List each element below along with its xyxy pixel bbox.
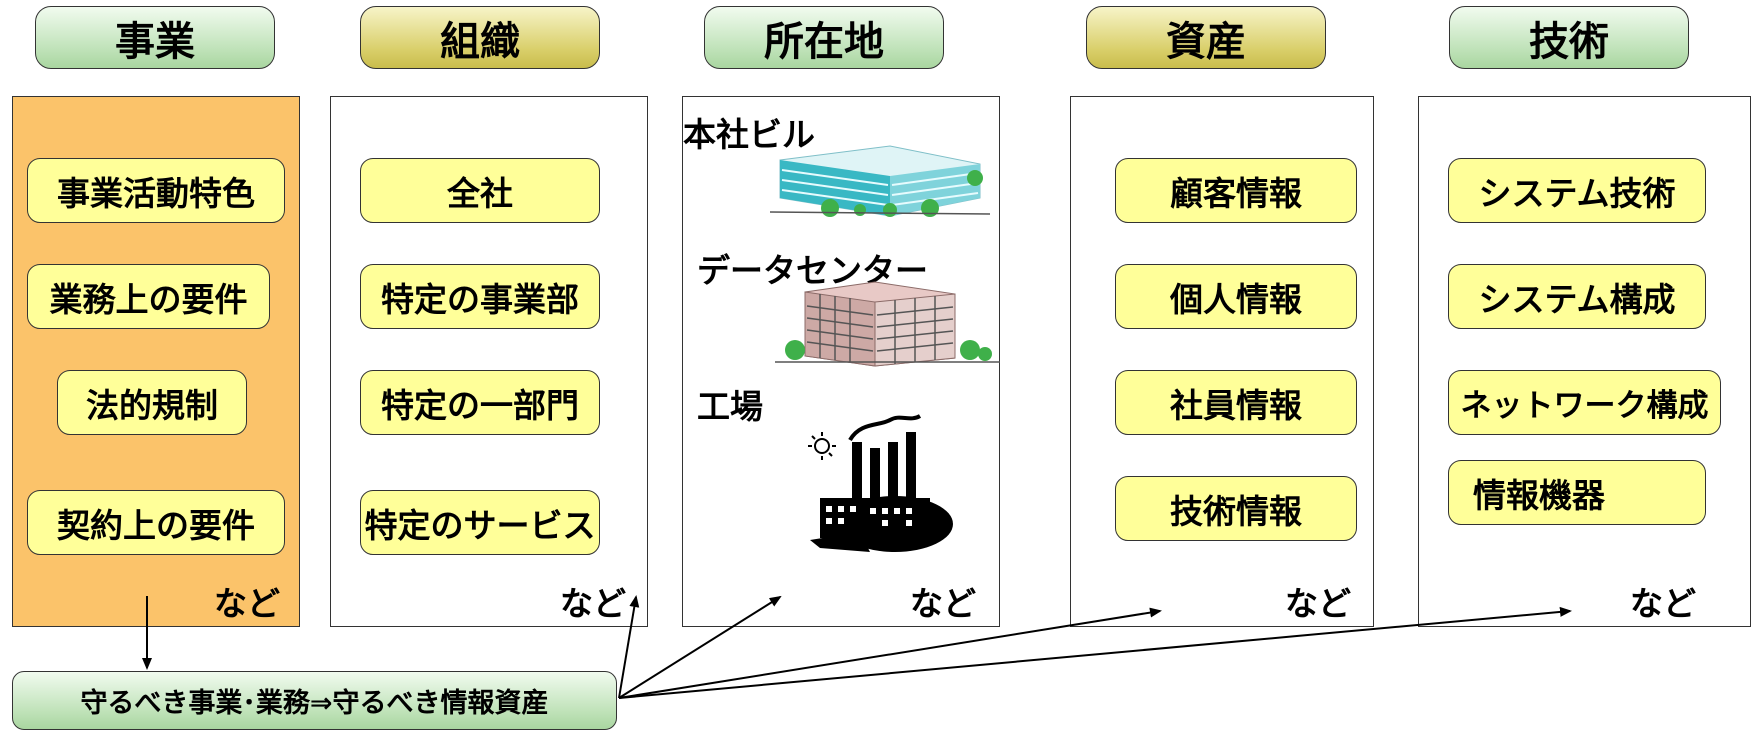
asset-item: 個人情報 (1115, 264, 1357, 329)
data-center-icon (775, 281, 1000, 367)
arrow-to-location (618, 595, 782, 699)
asset-item: 顧客情報 (1115, 158, 1357, 223)
asset-item: 技術情報 (1115, 476, 1357, 541)
arrow-to-assets (618, 607, 1162, 699)
technology-item: システム技術 (1448, 158, 1706, 223)
business-item: 事業活動特色 (27, 158, 285, 223)
technology-item: システム構成 (1448, 264, 1706, 329)
business-item: 契約上の要件 (27, 490, 285, 555)
technology-item: ネットワーク構成 (1448, 370, 1721, 435)
office-building-icon (770, 145, 990, 217)
arrow-to-technology (618, 606, 1572, 699)
header-assets: 資産 (1086, 6, 1326, 69)
organization-item: 全社 (360, 158, 600, 223)
location-label: 本社ビル (683, 115, 815, 154)
etc-label: など (1285, 584, 1351, 623)
business-item: 法的規制 (57, 370, 247, 435)
etc-label: など (560, 584, 626, 623)
technology-item: 情報機器 (1448, 460, 1706, 525)
organization-item: 特定のサービス (360, 490, 600, 555)
business-item: 業務上の要件 (27, 264, 270, 329)
location-label: データセンター (697, 251, 928, 290)
header-technology: 技術 (1449, 6, 1689, 69)
etc-label: など (214, 584, 280, 623)
header-organization: 組織 (360, 6, 600, 69)
bottom-summary-box: 守るべき事業･業務⇒守るべき情報資産 (12, 671, 617, 730)
header-business: 事業 (35, 6, 275, 69)
etc-label: など (910, 584, 976, 623)
arrow-to-organization (618, 595, 640, 699)
organization-item: 特定の事業部 (360, 264, 600, 329)
header-location: 所在地 (704, 6, 944, 69)
asset-item: 社員情報 (1115, 370, 1357, 435)
factory-icon (808, 414, 953, 552)
etc-label: など (1630, 584, 1696, 623)
organization-item: 特定の一部門 (360, 370, 600, 435)
location-label: 工場 (697, 387, 763, 426)
